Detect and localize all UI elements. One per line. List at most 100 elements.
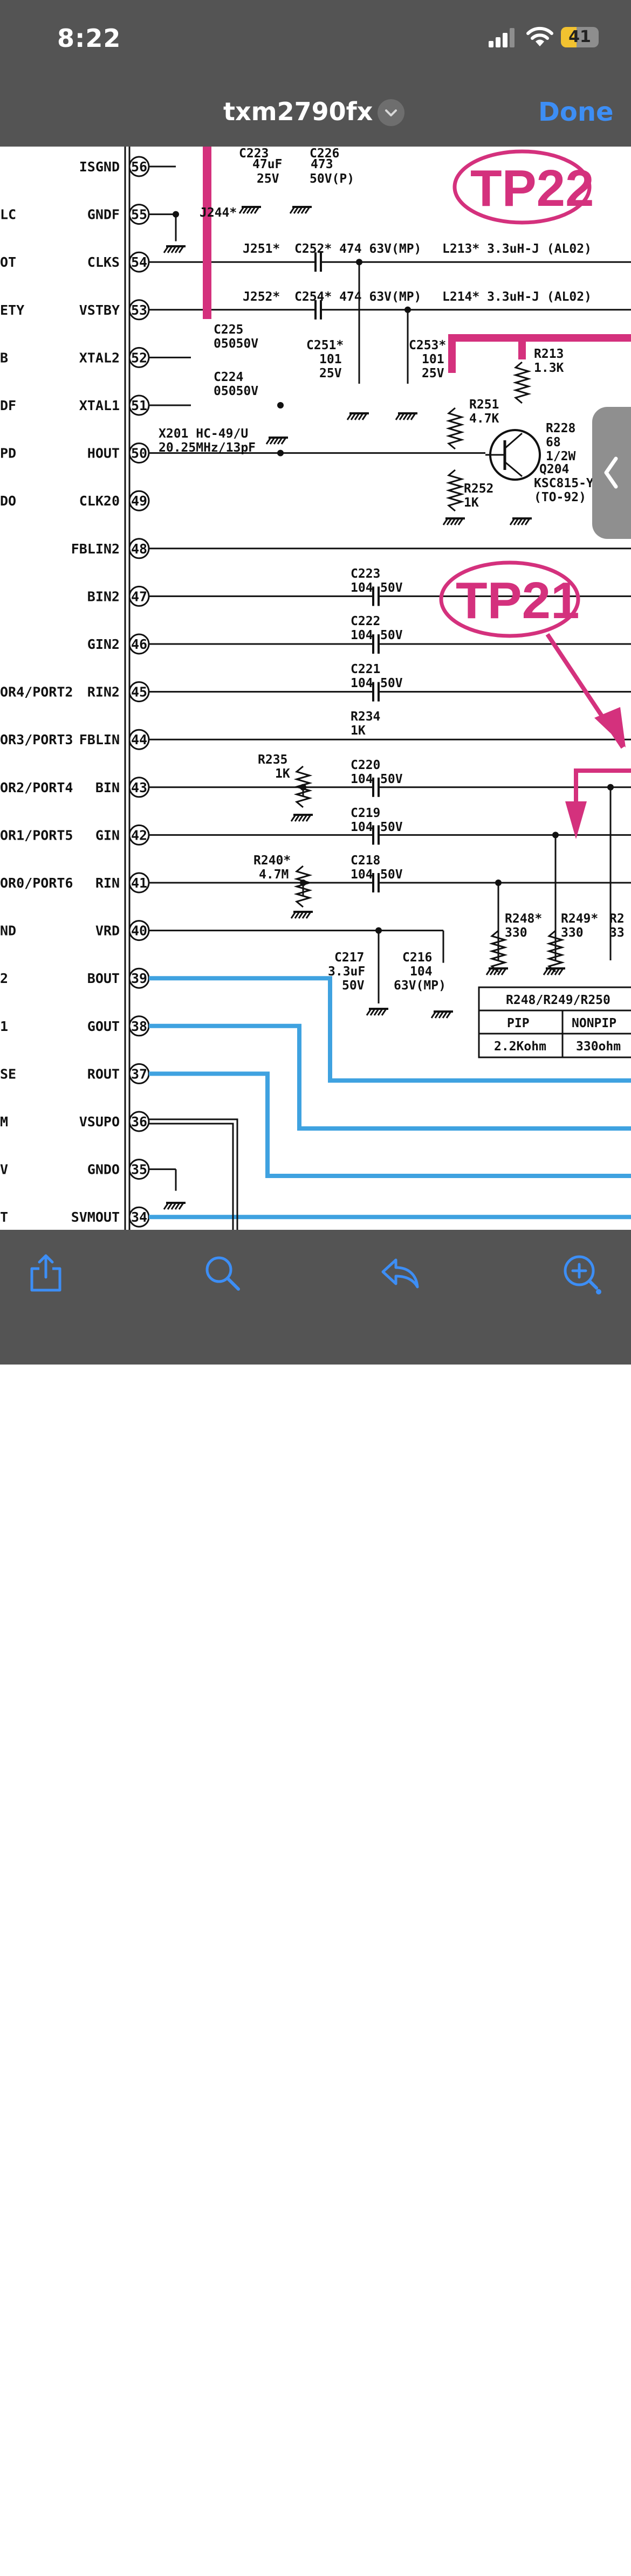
chevron-left-icon xyxy=(604,456,618,489)
left-label: ND xyxy=(0,923,16,939)
pin-number: 39 xyxy=(131,971,147,986)
component-label-r240: R240* xyxy=(253,854,291,868)
pin-name: FBLIN2 xyxy=(71,541,120,557)
pin-number: 35 xyxy=(131,1162,147,1178)
pin-name: GOUT xyxy=(87,1019,120,1034)
tp21-label: TP21 xyxy=(456,572,579,629)
component-label-c223v: 104 xyxy=(351,581,373,595)
tp21-marker: TP21 xyxy=(439,560,580,638)
pin-number: 37 xyxy=(131,1066,147,1082)
component-label-j252: J252* xyxy=(243,290,280,304)
component-label-c225v: 05050V xyxy=(214,337,258,351)
left-label: T xyxy=(0,1209,8,1225)
wifi-icon xyxy=(526,26,553,46)
component-label-c253v: 101 xyxy=(422,352,444,366)
component-label-c222w: 50V xyxy=(380,628,403,642)
status-time: 8:22 xyxy=(57,24,121,53)
pin-name: GNDO xyxy=(87,1162,120,1178)
pin-34: SVMOUT 34 xyxy=(71,1206,150,1228)
component-label-c220w: 50V xyxy=(380,772,403,786)
component-label-l213: L213* 3.3uH-J (AL02) xyxy=(442,242,592,256)
left-label: OR4/PORT2 xyxy=(0,684,73,700)
left-label: SE xyxy=(0,1066,16,1082)
document-title[interactable]: txm2790fx xyxy=(223,97,373,126)
table-col-nonpip: NONPIP xyxy=(572,1016,616,1030)
component-label-r235: R235 xyxy=(258,753,287,767)
pin-number: 41 xyxy=(131,875,147,891)
left-label: ETY xyxy=(0,302,24,318)
component-label-r234v: 1K xyxy=(351,724,366,738)
pin-39: BOUT 39 xyxy=(87,967,150,989)
battery-level: 41 xyxy=(568,27,591,46)
component-label-c219: C219 xyxy=(351,806,380,820)
zoom-in-icon[interactable] xyxy=(560,1251,603,1294)
component-label-c218v: 104 xyxy=(351,868,373,882)
left-label: B xyxy=(0,350,8,365)
table-val-nonpip: 330ohm xyxy=(576,1040,621,1054)
component-label-r235v: 1K xyxy=(275,767,290,781)
table-col-pip: PIP xyxy=(507,1016,530,1030)
component-label-c221w: 50V xyxy=(380,676,403,690)
battery-fill xyxy=(561,27,577,47)
component-label-r213v: 1.3K xyxy=(534,361,564,375)
component-label-c221v: 104 xyxy=(351,676,373,690)
pin-name: BIN2 xyxy=(87,588,120,604)
tp22-marker: TP22 xyxy=(452,149,594,225)
pin-name: XTAL2 xyxy=(79,350,120,365)
left-label: OR1/PORT5 xyxy=(0,827,73,843)
done-button[interactable]: Done xyxy=(538,97,614,127)
pin-number: 40 xyxy=(131,923,147,939)
chevron-down-icon[interactable] xyxy=(378,99,404,126)
sidebar-toggle-handle[interactable] xyxy=(592,407,631,539)
pin-number: 44 xyxy=(131,732,147,747)
pin-name: SVMOUT xyxy=(71,1209,120,1225)
left-label: 1 xyxy=(0,1019,8,1034)
cellular-signal-icon xyxy=(489,28,515,47)
component-label-c254: C254* 474 63V(MP) xyxy=(294,290,421,304)
component-label-c216v: 104 xyxy=(410,965,433,979)
component-label-c225: C225 xyxy=(214,323,243,337)
component-label-r240v: 4.7M xyxy=(259,868,289,882)
markup-icon[interactable] xyxy=(379,1251,422,1294)
component-label-c223_v: 25V xyxy=(257,172,279,186)
share-icon[interactable] xyxy=(24,1251,67,1294)
search-icon[interactable] xyxy=(201,1251,244,1294)
pin-number: 46 xyxy=(131,636,147,652)
pin-name: BIN xyxy=(95,780,120,795)
component-label-c224: C224 xyxy=(214,370,243,384)
component-label-q204w: (TO-92) xyxy=(534,490,586,504)
pin-number: 53 xyxy=(131,302,147,318)
component-label-l214: L214* 3.3uH-J (AL02) xyxy=(442,290,592,304)
pin-circle xyxy=(128,490,150,511)
component-label-c222: C222 xyxy=(351,614,380,628)
resistor-value-table: R248/R249/R250 PIP NONPIP 2.2Kohm 330ohm xyxy=(478,986,631,1058)
component-label-r249: R249* xyxy=(561,912,598,926)
tp22-label: TP22 xyxy=(470,160,594,217)
bottom-toolbar xyxy=(0,1230,631,2576)
left-label: OT xyxy=(0,254,16,270)
component-label-q204v: KSC815-Y xyxy=(534,476,594,490)
pin-name: VSUPO xyxy=(79,1114,120,1130)
component-label-c220v: 104 xyxy=(351,772,373,786)
pin-35: GNDO 35 xyxy=(87,1159,150,1180)
pin-number: 34 xyxy=(131,1209,147,1225)
pin-name: BOUT xyxy=(87,971,120,986)
pin-number: 45 xyxy=(131,684,147,700)
component-label-r234: R234 xyxy=(351,710,380,724)
component-label-c219v: 104 xyxy=(351,820,373,834)
component-label-r251v: 4.7K xyxy=(469,412,499,426)
pin-name: HOUT xyxy=(87,446,120,461)
component-label-r228v: 68 xyxy=(546,435,561,449)
component-label-c220: C220 xyxy=(351,758,380,772)
component-label-c217: C217 xyxy=(334,951,364,965)
pin-number: 52 xyxy=(131,350,147,365)
